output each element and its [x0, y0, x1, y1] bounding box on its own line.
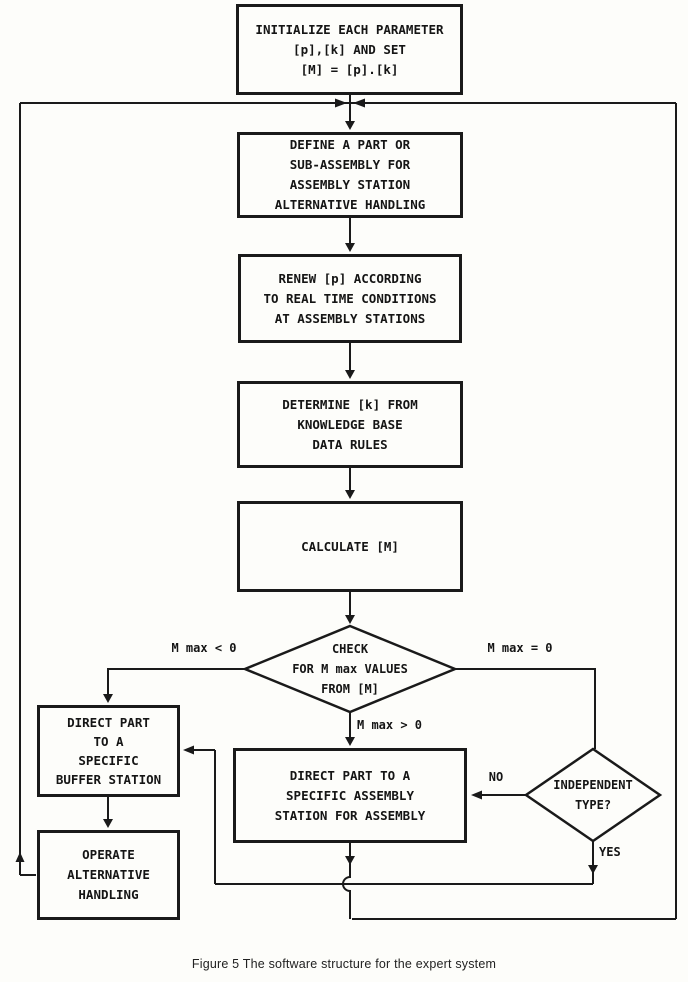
edge-check-eq0-to-independent	[455, 668, 596, 749]
arrowhead-left-feedback-up	[15, 852, 25, 862]
node-text-line: HANDLING	[78, 887, 139, 902]
node-text-line: RENEW [p] ACCORDING	[278, 270, 422, 286]
arrowheads	[15, 98, 598, 874]
node-text-line: DEFINE A PART OR	[289, 137, 411, 152]
node-text-line: [p],[k] AND SET	[293, 41, 406, 57]
arrowhead-into-calculate	[345, 490, 355, 499]
node-text-line: DIRECT PART TO A	[289, 767, 411, 783]
node-determine: DETERMINE [k] FROM KNOWLEDGE BASE DATA R…	[237, 381, 463, 468]
node-operate: OPERATE ALTERNATIVE HANDLING	[37, 830, 180, 920]
arrowhead-assembly-down	[345, 856, 355, 865]
arrowhead-into-assembly-top	[345, 737, 355, 746]
arrowhead-into-define	[345, 121, 355, 130]
node-text-line: CALCULATE [M]	[301, 538, 399, 554]
node-text-line: DATA RULES	[312, 436, 388, 452]
node-renew: RENEW [p] ACCORDING TO REAL TIME CONDITI…	[238, 254, 462, 343]
figure-caption: Figure 5 The software structure for the …	[191, 957, 497, 971]
node-text-line: KNOWLEDGE BASE	[297, 416, 403, 432]
arrowhead-into-check	[345, 615, 355, 624]
node-text-line: ASSEMBLY STATION	[289, 177, 411, 192]
edge-label-no: NO	[488, 770, 504, 784]
independent-diamond-shape	[523, 747, 663, 843]
arrowhead-loop-right-converge	[353, 98, 365, 108]
edge-assembly-to-loop	[342, 843, 351, 919]
edge-check-lt0-to-buffer	[107, 668, 245, 696]
node-text-line: DETERMINE [k] FROM	[282, 396, 418, 412]
node-define: DEFINE A PART OR SUB-ASSEMBLY FOR ASSEMB…	[237, 132, 463, 218]
arrowhead-into-renew	[345, 243, 355, 252]
node-text-line: SPECIFIC	[78, 753, 139, 768]
node-initialize: INITIALIZE EACH PARAMETER [p],[k] AND SE…	[236, 4, 463, 95]
arrowhead-into-determine	[345, 370, 355, 379]
node-text-line: ALTERNATIVE	[67, 867, 150, 882]
node-text-line: OPERATE	[82, 847, 135, 862]
edge-label-m-max-eq-0: M max = 0	[487, 641, 553, 655]
node-assembly: DIRECT PART TO A SPECIFIC ASSEMBLY STATI…	[233, 748, 467, 843]
arrowhead-into-buffer-right	[183, 745, 194, 755]
node-text-line: BUFFER STATION	[55, 772, 162, 787]
node-text-line: TO A	[93, 734, 124, 749]
node-text-line: TO REAL TIME CONDITIONS	[263, 290, 437, 306]
node-text-line: STATION FOR ASSEMBLY	[274, 807, 426, 823]
node-text-line: INITIALIZE EACH PARAMETER	[255, 21, 444, 37]
node-text-line: DIRECT PART	[67, 715, 150, 730]
edge-left-feedback	[19, 103, 36, 876]
edge-independent-yes	[192, 749, 594, 885]
node-buffer: DIRECT PART TO A SPECIFIC BUFFER STATION	[37, 705, 180, 797]
node-text-line: SPECIFIC ASSEMBLY	[286, 787, 414, 803]
edge-label-yes: YES	[599, 845, 621, 859]
edge-label-m-max-lt-0: M max < 0	[171, 641, 237, 655]
node-text-line: AT ASSEMBLY STATIONS	[274, 310, 426, 326]
arrowhead-into-buffer-top	[103, 694, 113, 703]
edge-label-m-max-gt-0: M max > 0	[357, 718, 423, 732]
edge-right-feedback	[352, 103, 677, 920]
arrowhead-yes-down	[588, 865, 598, 874]
arrowhead-into-operate	[103, 819, 113, 828]
arrowhead-no-into-assembly	[471, 790, 482, 800]
arrowhead-loop-left-converge	[335, 98, 347, 108]
node-text-line: SUB-ASSEMBLY FOR	[289, 157, 411, 172]
node-calculate: CALCULATE [M]	[237, 501, 463, 592]
node-text-line: [M] = [p].[k]	[300, 61, 399, 77]
node-text-line: ALTERNATIVE HANDLING	[274, 197, 426, 212]
check-diamond-shape	[241, 624, 459, 714]
